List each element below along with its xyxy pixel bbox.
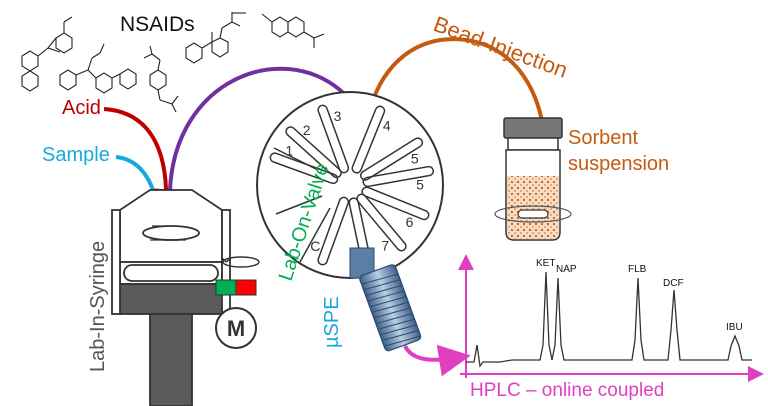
lab-in-syringe-label: Lab-In-Syringe xyxy=(87,241,109,372)
nsaid-structures-icon xyxy=(21,12,325,113)
column-thread xyxy=(383,335,421,347)
valve-port-label: 7 xyxy=(381,237,389,253)
valve-port-label: 3 xyxy=(334,108,342,124)
valve-port-label: 4 xyxy=(383,117,391,133)
valve-channel xyxy=(317,196,350,266)
motor-label: M xyxy=(227,316,245,341)
status-indicator-green xyxy=(215,279,237,296)
valve-channel xyxy=(285,126,342,179)
valve-channel xyxy=(351,105,386,174)
valve-channels xyxy=(269,104,434,269)
column-thread xyxy=(363,279,401,291)
mu-spe-label: µSPE xyxy=(321,296,343,348)
valve-conduit xyxy=(299,207,331,263)
status-indicator-red xyxy=(235,279,257,296)
valve-channel xyxy=(361,186,430,221)
column-thread xyxy=(369,296,407,308)
mu-spe-column-icon xyxy=(349,247,422,352)
valve-conduit xyxy=(275,195,323,215)
column-thread xyxy=(377,318,415,330)
column-thread xyxy=(371,301,409,313)
spe-to-hplc-arrow xyxy=(403,344,471,377)
valve-port-label: 5 xyxy=(411,150,419,166)
chromatogram: KET NAP FLB DCF IBU xyxy=(458,254,764,382)
column-thread xyxy=(381,329,419,342)
lab-on-valve: 123455678C xyxy=(256,91,444,279)
valve-conduit xyxy=(273,147,319,171)
valve-port-label: 5 xyxy=(416,177,424,193)
motor-rotation-icon xyxy=(221,256,260,268)
column-thread xyxy=(365,284,403,296)
valve-port-label: 6 xyxy=(406,214,414,230)
acid-arrow xyxy=(103,107,183,221)
valve-port-label: C xyxy=(310,238,320,254)
valve-port-label: 1 xyxy=(285,142,293,158)
peak-label-nap: NAP xyxy=(556,264,577,275)
column-thread xyxy=(375,313,413,325)
valve-port-label: 2 xyxy=(303,122,311,138)
peak-label-flb: FLB xyxy=(628,264,647,275)
peak-label-ibu: IBU xyxy=(726,322,743,333)
sorbent-suspension-label-1: Sorbent xyxy=(568,127,638,149)
chromatogram-trace xyxy=(466,271,752,368)
lab-in-syringe xyxy=(111,189,231,406)
sample-label: Sample xyxy=(42,144,110,166)
valve-channel xyxy=(362,165,434,188)
column-thread xyxy=(367,290,405,302)
bead-injection-label: Bead-Injection xyxy=(430,11,571,83)
column-thread xyxy=(379,324,417,336)
column-thread xyxy=(361,273,399,285)
valve-channel xyxy=(317,104,350,174)
valve-channel xyxy=(356,193,407,252)
hplc-label: HPLC – online coupled xyxy=(470,380,664,401)
column-thread xyxy=(373,307,411,319)
peak-label-ket: KET xyxy=(536,258,555,269)
nsaids-title: NSAIDs xyxy=(120,13,195,36)
motor-icon xyxy=(215,307,257,349)
acid-label: Acid xyxy=(62,97,101,119)
sorbent-suspension-label-2: suspension xyxy=(568,153,669,175)
peak-label-dcf: DCF xyxy=(663,278,684,289)
sorbent-vial-icon xyxy=(494,117,572,241)
